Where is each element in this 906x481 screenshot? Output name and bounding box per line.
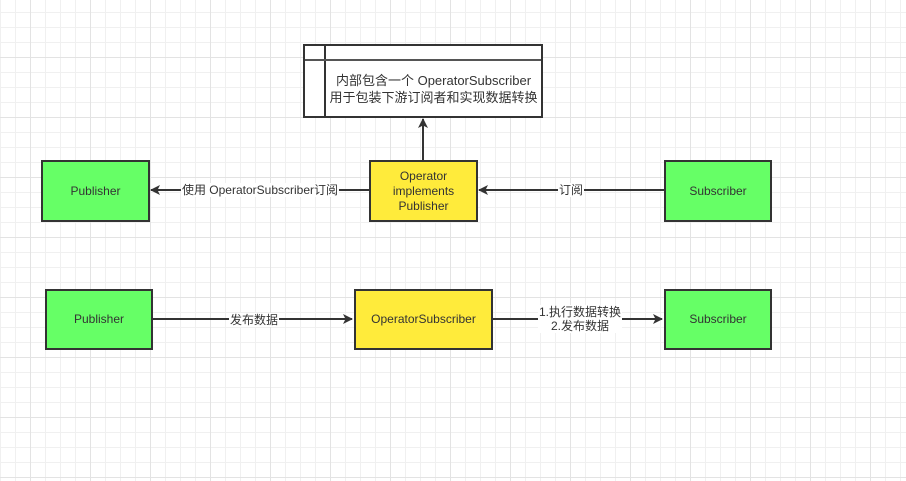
edge-label-subscriber-to-operator: 订阅 [557, 183, 585, 197]
note-line-2: 用于包装下游订阅者和实现数据转换 [329, 89, 538, 105]
publisher-node-bottom[interactable]: Publisher [45, 289, 153, 350]
publisher-label: Publisher [70, 183, 121, 198]
table-column-divider [324, 46, 326, 116]
subscriber-node-top[interactable]: Subscriber [664, 160, 772, 222]
edge-label-operator-to-publisher: 使用 OperatorSubscriber订阅 [180, 183, 340, 197]
subscriber-label: Subscriber [689, 312, 747, 326]
note-line-1: 内部包含一个 OperatorSubscriber [335, 72, 532, 88]
subscriber-node-bottom[interactable]: Subscriber [664, 289, 772, 350]
edge-label-publisher-to-operator-subscriber: 发布数据 [228, 313, 280, 327]
edge-label-operator-subscriber-to-subscriber: 1.执行数据转换 2.发布数据 [537, 305, 623, 333]
operator-label: Operator implements Publisher [392, 168, 455, 213]
operator-subscriber-label: OperatorSubscriber [371, 312, 476, 326]
operator-node[interactable]: Operator implements Publisher [369, 160, 478, 222]
operator-subscriber-node[interactable]: OperatorSubscriber [354, 289, 493, 350]
publisher-node-top[interactable]: Publisher [41, 160, 150, 222]
note-table[interactable]: 内部包含一个 OperatorSubscriber 用于包装下游订阅者和实现数据… [303, 44, 543, 118]
table-header-divider [305, 59, 541, 61]
subscriber-label: Subscriber [689, 183, 747, 198]
table-body: 内部包含一个 OperatorSubscriber 用于包装下游订阅者和实现数据… [326, 61, 541, 116]
publisher-label: Publisher [73, 312, 125, 326]
